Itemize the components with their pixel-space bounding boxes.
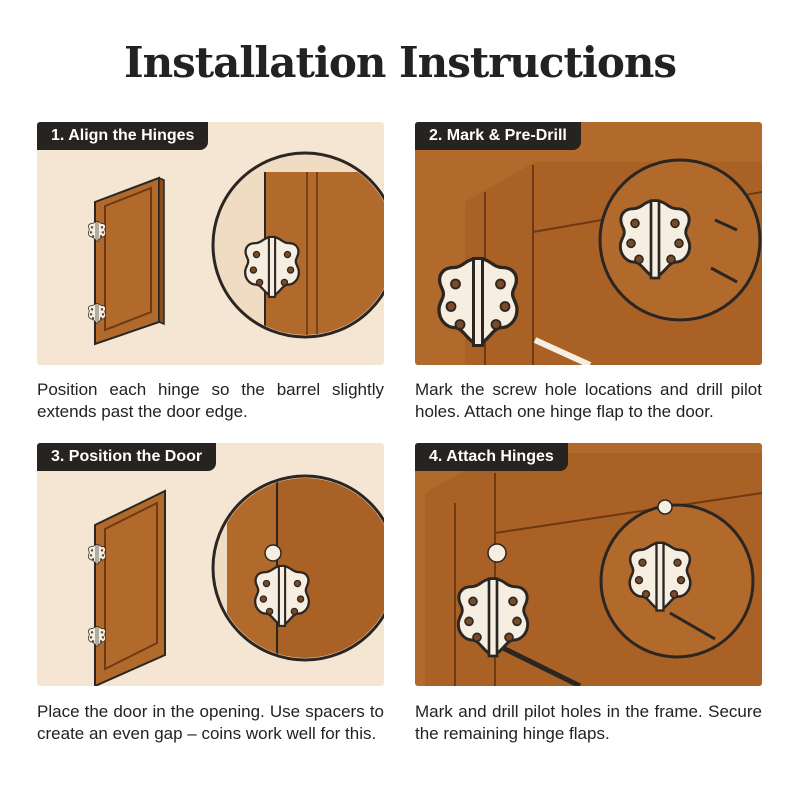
step-1-label: 1. Align the Hinges — [37, 122, 209, 150]
step-1-panel: 1. Align the Hinges — [37, 122, 384, 365]
step-4-illustration — [425, 453, 762, 686]
coin-spacer-icon — [264, 544, 282, 562]
step-4-panel: 4. Attach Hinges — [415, 443, 762, 686]
step-3-label: 3. Position the Door — [37, 443, 217, 471]
step-3-panel: 3. Position the Door — [37, 443, 384, 686]
detail-circle — [211, 151, 384, 339]
page-title: Installation Instructions — [123, 38, 677, 87]
screw-icon — [669, 611, 716, 641]
screw-icon — [714, 218, 738, 232]
detail-circle — [598, 158, 762, 322]
coin-spacer-icon — [487, 543, 507, 563]
detail-circle — [211, 474, 384, 662]
cabinet-door-illustration — [87, 489, 166, 686]
step-1-illustration — [87, 151, 384, 346]
step-4-caption: Mark and drill pilot holes in the frame.… — [415, 702, 762, 743]
step-2-caption: Mark the screw hole locations and drill … — [415, 380, 762, 421]
step-1-caption: Position each hinge so the barrel slight… — [37, 380, 384, 421]
drill-bit-icon — [710, 266, 738, 284]
step-4-label: 4. Attach Hinges — [415, 443, 568, 471]
detail-circle — [599, 499, 755, 659]
step-2-panel: 2. Mark & Pre-Drill — [415, 122, 762, 365]
step-2-label: 2. Mark & Pre-Drill — [415, 122, 581, 150]
step-3-caption: Place the door in the opening. Use space… — [37, 702, 384, 743]
step-3-illustration — [87, 474, 384, 686]
cabinet-door-illustration — [87, 176, 165, 346]
step-2-illustration — [437, 158, 762, 365]
